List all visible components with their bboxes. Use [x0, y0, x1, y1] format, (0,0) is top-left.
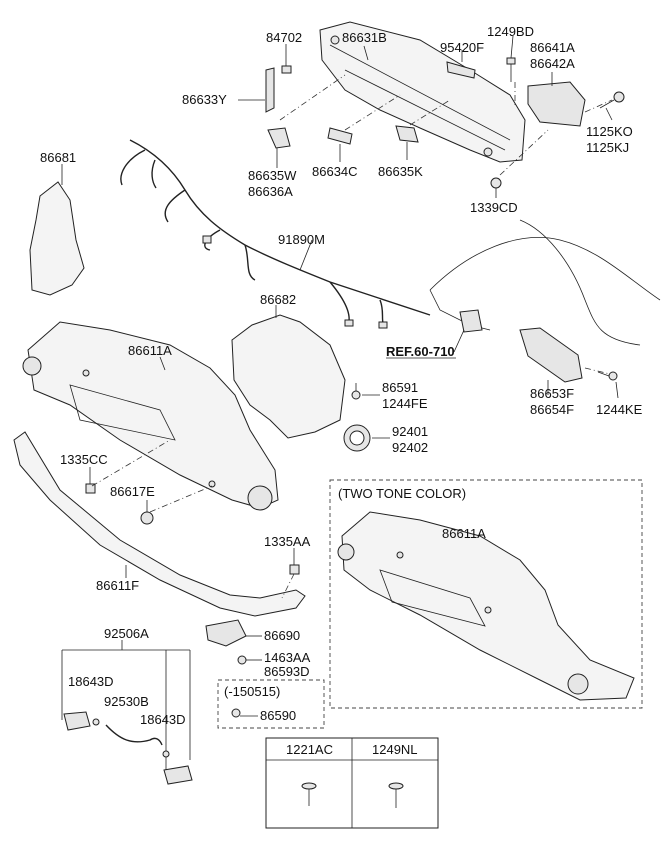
side-cover-86681 — [29, 181, 85, 296]
bolt-86591 — [351, 383, 361, 400]
table-header-1221AC: 1221AC — [286, 742, 333, 757]
label-86611A: 86611A — [128, 343, 172, 358]
bumper-cover-86611A — [22, 321, 279, 511]
table-header-1249NL: 1249NL — [372, 742, 418, 757]
label-18643D-left: 18643D — [68, 674, 114, 689]
bolt-1125KO — [599, 91, 625, 109]
clip-1335AA — [289, 564, 300, 575]
bracket-86634C — [327, 127, 353, 145]
two-tone-label: (TWO TONE COLOR) — [338, 486, 466, 501]
date-range-label: (-150515) — [224, 684, 280, 699]
label-1244KE: 1244KE — [596, 402, 643, 417]
label-86590: 86590 — [260, 708, 296, 723]
label-86690: 86690 — [264, 628, 300, 643]
label-92402: 92402 — [392, 440, 428, 455]
label-1463AA: 1463AA — [264, 650, 311, 665]
reflector-86633Y — [265, 67, 275, 113]
license-lamp-group — [61, 649, 193, 785]
label-86631B: 86631B — [342, 30, 387, 45]
lower-lip-86611F — [13, 431, 306, 617]
label-86633Y: 86633Y — [182, 92, 227, 107]
label-86635W: 86635W — [248, 168, 297, 183]
side-cover-86682 — [231, 314, 346, 439]
label-1244FE: 1244FE — [382, 396, 428, 411]
label-91890M: 91890M — [278, 232, 325, 247]
back-beam — [319, 21, 526, 163]
label-86654F: 86654F — [530, 402, 574, 417]
fastener-1463AA — [237, 655, 247, 665]
label-84702: 84702 — [266, 30, 302, 45]
label-95420F: 95420F — [440, 40, 484, 55]
bracket-86690 — [205, 619, 247, 647]
label-86591: 86591 — [382, 380, 418, 395]
bolt-1244KE — [597, 371, 618, 381]
bracket-86641A — [527, 81, 586, 127]
label-1125KO: 1125KO — [586, 124, 633, 139]
date-range-box — [217, 679, 325, 729]
two-tone-bumper-86611A — [337, 511, 635, 701]
label-86593D: 86593D — [264, 664, 310, 679]
label-86636A: 86636A — [248, 184, 293, 199]
wiring-harness-91890M — [120, 139, 431, 329]
label-86642A: 86642A — [530, 56, 575, 71]
label-86634C: 86634C — [312, 164, 358, 179]
bracket-86653F — [519, 327, 583, 383]
label-1335AA: 1335AA — [264, 534, 311, 549]
label-1125KJ: 1125KJ — [586, 140, 629, 155]
pad-84702 — [281, 65, 292, 74]
label-86653F: 86653F — [530, 386, 574, 401]
plug-86617E — [140, 511, 154, 525]
label-92401: 92401 — [392, 424, 428, 439]
lamp-92401 — [343, 424, 371, 452]
ref-label: REF.60-710 — [386, 344, 455, 359]
two-tone-box — [329, 479, 643, 709]
fastener-table — [265, 737, 439, 829]
label-86682: 86682 — [260, 292, 296, 307]
quarter-panel-ref — [429, 219, 661, 346]
leader-lines — [61, 35, 619, 717]
bracket-86635K — [395, 125, 419, 143]
screw-1221AC-icon — [301, 782, 317, 806]
screw-1249NL-icon — [388, 782, 404, 808]
label-86635K: 86635K — [378, 164, 423, 179]
clip-1335CC — [85, 483, 96, 494]
label-18643D-right: 18643D — [140, 712, 186, 727]
label-86611F: 86611F — [96, 578, 139, 593]
fastener-86590 — [231, 708, 241, 718]
label-86611A-two-tone: 86611A — [442, 526, 486, 541]
label-1339CD: 1339CD — [470, 200, 518, 215]
label-92530B: 92530B — [104, 694, 149, 709]
bolt-1249BD — [506, 57, 516, 82]
sensor-95420F — [446, 61, 476, 79]
nut-1339CD — [490, 177, 502, 189]
label-1335CC: 1335CC — [60, 452, 108, 467]
bracket-86635W — [267, 127, 291, 149]
label-86617E: 86617E — [110, 484, 155, 499]
label-86641A: 86641A — [530, 40, 575, 55]
label-92506A: 92506A — [104, 626, 149, 641]
label-1249BD: 1249BD — [487, 24, 534, 39]
label-86681: 86681 — [40, 150, 76, 165]
